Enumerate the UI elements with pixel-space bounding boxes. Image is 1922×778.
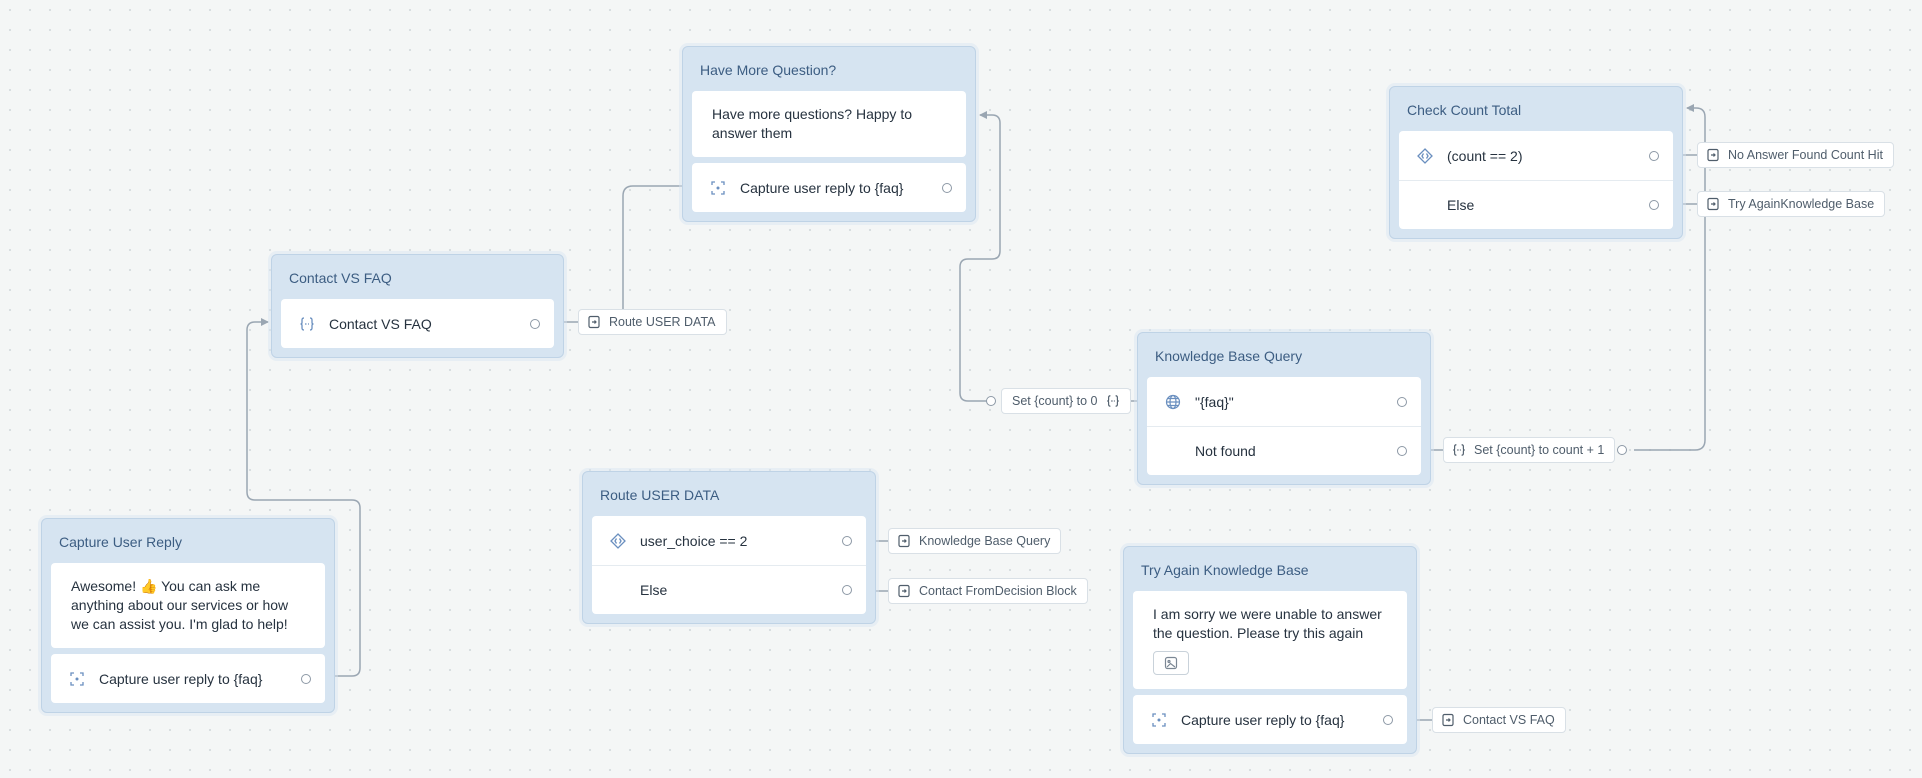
output-port[interactable] [530,318,540,329]
chip-label: Try AgainKnowledge Base [1728,197,1875,211]
output-port[interactable] [1649,200,1659,210]
kb-card[interactable]: "{faq}" Not found [1147,377,1421,475]
go-to-block-icon [1706,197,1720,211]
output-port[interactable] [842,585,852,595]
block-title: Contact VS FAQ [289,270,392,286]
go-to-block-icon [897,584,911,598]
capture-card[interactable]: Capture user reply to {faq} [692,163,966,212]
capture-reply-icon [69,671,85,687]
set-card[interactable]: Contact VS FAQ [281,299,554,348]
set-increment-port[interactable] [1617,445,1627,455]
else-row[interactable]: Else [592,565,866,614]
block-title: Check Count Total [1407,102,1522,118]
output-port[interactable] [842,535,852,546]
set-count-zero-chip[interactable]: Set {count} to 0 [1001,388,1131,414]
condition-label: user_choice == 2 [640,532,748,549]
image-attachment-icon[interactable] [1153,651,1189,675]
go-to-chip-no-answer[interactable]: No Answer Found Count Hit [1697,142,1894,168]
variable-braces-icon [1106,394,1120,408]
block-knowledge-base-query[interactable]: Knowledge Base Query "{faq}" Not found [1137,332,1431,485]
chip-label: Route USER DATA [609,315,716,329]
chip-label: Set {count} to count + 1 [1474,443,1605,457]
block-check-count-total[interactable]: Check Count Total (count == 2) Else [1389,86,1683,239]
condition-card[interactable]: user_choice == 2 Else [592,516,866,614]
go-to-block-icon [587,315,601,329]
not-found-label: Not found [1195,443,1256,459]
capture-label: Capture user reply to {faq} [740,179,904,196]
message-card[interactable]: Have more questions? Happy to answer the… [692,91,966,157]
go-to-block-icon [1441,713,1455,727]
chip-label: Contact VS FAQ [1463,713,1555,727]
message-text: Have more questions? Happy to answer the… [712,106,912,141]
output-port[interactable] [1397,396,1407,407]
condition-row[interactable]: user_choice == 2 [592,516,866,565]
capture-card[interactable]: Capture user reply to {faq} [1133,695,1407,744]
message-card[interactable]: Awesome! 👍 You can ask me anything about… [51,563,325,648]
variable-braces-icon [299,316,315,332]
block-title: Knowledge Base Query [1155,348,1303,364]
go-to-block-icon [1706,148,1720,162]
block-capture-user-reply[interactable]: Capture User Reply Awesome! 👍 You can as… [41,518,335,713]
message-text: I am sorry we were unable to answer the … [1153,606,1382,641]
output-port[interactable] [1397,446,1407,456]
go-to-chip-knowledge-base[interactable]: Knowledge Base Query [888,528,1062,554]
not-found-row[interactable]: Not found [1147,426,1421,475]
capture-row[interactable]: Capture user reply to {faq} [51,654,325,703]
capture-card[interactable]: Capture user reply to {faq} [51,654,325,703]
go-to-chip-try-again[interactable]: Try AgainKnowledge Base [1697,191,1886,217]
message-text: Awesome! 👍 You can ask me anything about… [71,578,289,632]
else-label: Else [1447,197,1475,213]
block-contact-vs-faq[interactable]: Contact VS FAQ Contact VS FAQ [271,254,564,358]
variable-braces-icon [1452,443,1466,457]
set-count-increment-chip[interactable]: Set {count} to count + 1 [1443,437,1616,463]
query-label: "{faq}" [1195,393,1234,410]
capture-reply-icon [1151,712,1167,728]
block-title: Capture User Reply [59,534,182,550]
output-port[interactable] [1649,150,1659,161]
block-have-more-question[interactable]: Have More Question? Have more questions?… [682,46,976,222]
capture-reply-icon [710,180,726,196]
block-route-user-data[interactable]: Route USER DATA user_choice == 2 Else [582,471,876,624]
message-card[interactable]: I am sorry we were unable to answer the … [1133,591,1407,689]
chip-label: No Answer Found Count Hit [1728,148,1883,162]
capture-row[interactable]: Capture user reply to {faq} [1133,695,1407,744]
block-title: Route USER DATA [600,487,720,503]
go-to-chip-contact-vs-faq[interactable]: Contact VS FAQ [1432,707,1566,733]
condition-diamond-icon [610,532,626,549]
else-row[interactable]: Else [1399,180,1673,229]
block-title: Have More Question? [700,62,837,78]
go-to-chip-route-user-data[interactable]: Route USER DATA [578,309,727,335]
output-port[interactable] [1383,714,1393,725]
block-try-again-knowledge-base[interactable]: Try Again Knowledge Base I am sorry we w… [1123,546,1417,754]
condition-card[interactable]: (count == 2) Else [1399,131,1673,229]
condition-label: (count == 2) [1447,147,1523,164]
capture-row[interactable]: Capture user reply to {faq} [692,163,966,212]
output-port[interactable] [942,182,952,193]
block-title: Try Again Knowledge Base [1141,562,1309,578]
chip-label: Set {count} to 0 [1012,394,1098,408]
capture-label: Capture user reply to {faq} [1181,711,1345,728]
set-zero-port[interactable] [986,396,996,406]
chip-label: Contact FromDecision Block [919,584,1077,598]
wire-chip-to-have-more [622,185,690,311]
go-to-chip-contact-decision[interactable]: Contact FromDecision Block [888,578,1088,604]
set-label: Contact VS FAQ [329,315,432,332]
condition-row[interactable]: (count == 2) [1399,131,1673,180]
message-body: I am sorry we were unable to answer the … [1133,591,1407,689]
chip-label: Knowledge Base Query [919,534,1051,548]
query-row[interactable]: "{faq}" [1147,377,1421,426]
capture-label: Capture user reply to {faq} [99,670,263,687]
globe-icon [1165,394,1181,410]
set-row[interactable]: Contact VS FAQ [281,299,554,348]
go-to-block-icon [897,534,911,548]
output-port[interactable] [301,673,311,684]
else-label: Else [640,582,668,598]
condition-diamond-icon [1417,147,1433,164]
